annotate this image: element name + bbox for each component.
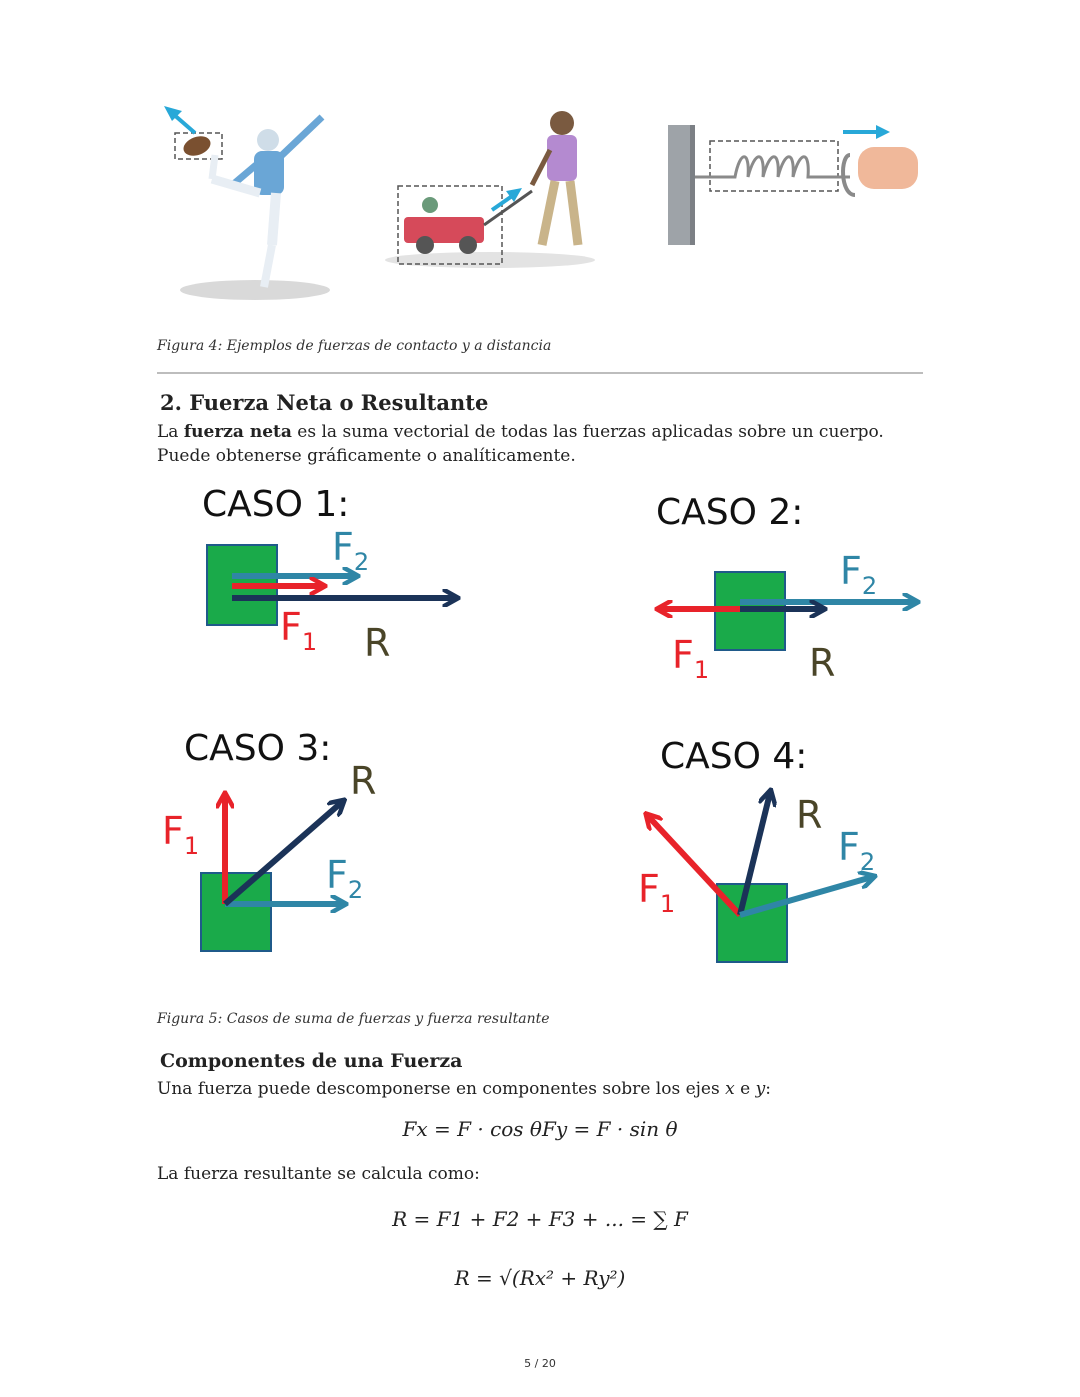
- case-3-r-arrow: [223, 802, 342, 907]
- section-divider: [157, 372, 923, 374]
- case-1-title: CASO 1:: [202, 484, 349, 525]
- case-3-f2-label: F2: [326, 853, 363, 904]
- case-3-f1-label: F1: [162, 809, 199, 860]
- case-4-f2-label: F2: [838, 825, 875, 876]
- case-3: CASO 3: F1 F2 R: [162, 728, 376, 952]
- components-title: Componentes de una Fuerza: [160, 1050, 463, 1072]
- case-3-r-label: R: [350, 759, 376, 803]
- case-4-f1-arrow: [648, 816, 743, 918]
- case-4-title: CASO 4:: [660, 736, 807, 777]
- case-2-r-label: R: [809, 641, 835, 685]
- formula-vector-sum-text: R = F1 + F2 + F3 + ... = ∑ F: [392, 1207, 688, 1231]
- figure-5-caption: Figura 5: Casos de suma de fuerzas y fue…: [157, 1011, 550, 1027]
- case-4-f2-arrow: [739, 877, 872, 918]
- case-4-f1-label: F1: [638, 867, 675, 918]
- figure-5-force-cases: CASO 1: F2 F1 R CASO 2: F2 F1 R CASO 3: …: [162, 484, 940, 963]
- formula-magnitude: R = √(Rx² + Ry²): [0, 1266, 1080, 1290]
- case-2-f2-label: F2: [840, 549, 877, 600]
- case-1: CASO 1: F2 F1 R: [202, 484, 455, 665]
- wagon-pull-illustration: [385, 111, 595, 268]
- case-2-f1-label: F1: [672, 633, 709, 684]
- case-1-r-label: R: [364, 621, 390, 665]
- fuerza-neta-term: fuerza neta: [183, 422, 292, 442]
- formula-components: Fx = F · cos θFy = F · sin θ: [0, 1117, 1080, 1141]
- spring-pull-illustration: [668, 125, 918, 245]
- formula-vector-sum: R = F1 + F2 + F3 + ... = ∑ F: [0, 1207, 1080, 1231]
- case-1-f1-label: F1: [280, 605, 317, 656]
- case-2-title: CASO 2:: [656, 492, 803, 533]
- page-number: 5 / 20: [524, 1357, 556, 1370]
- case-1-f2-label: F2: [332, 525, 369, 576]
- figure-4-caption: Figura 4: Ejemplos de fuerzas de contact…: [157, 338, 552, 354]
- case-4-body: [716, 883, 788, 963]
- formula-components-text: Fx = F · cos θFy = F · sin θ: [402, 1117, 678, 1141]
- components-intro: Una fuerza puede descomponerse en compon…: [157, 1079, 771, 1099]
- section-2-intro: La fuerza neta es la suma vectorial de t…: [157, 422, 884, 466]
- formula-magnitude-text: R = √(Rx² + Ry²): [454, 1266, 626, 1290]
- figure-4-illustrations: [164, 106, 918, 300]
- case-2: CASO 2: F2 F1 R: [656, 492, 915, 685]
- case-3-title: CASO 3:: [184, 728, 331, 769]
- section-2-title: 2. Fuerza Neta o Resultante: [160, 390, 489, 415]
- resultant-intro: La fuerza resultante se calcula como:: [157, 1164, 480, 1184]
- case-3-body: [200, 872, 272, 952]
- case-4: CASO 4: F1 R F2: [638, 736, 875, 963]
- football-kicker-illustration: [164, 106, 330, 300]
- case-4-r-arrow: [737, 793, 770, 916]
- case-4-r-label: R: [796, 793, 822, 837]
